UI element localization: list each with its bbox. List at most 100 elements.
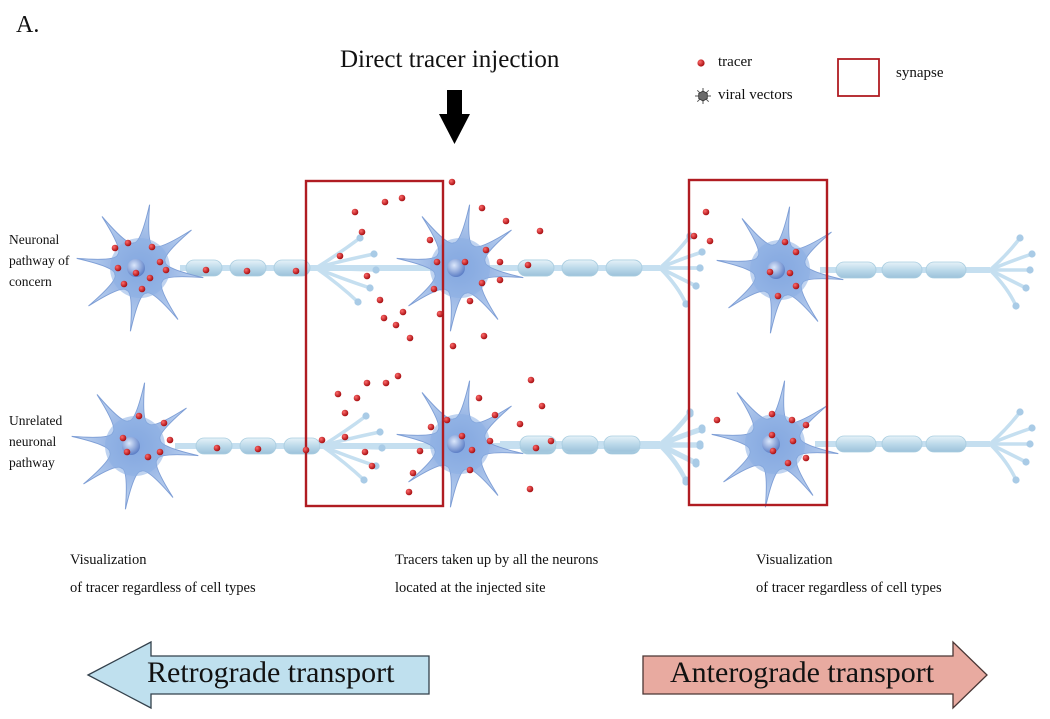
terminal-bouton: [696, 440, 704, 448]
axon-terminal: [314, 236, 378, 304]
tracer-dot: [527, 376, 535, 384]
tracer-dot: [788, 416, 796, 424]
terminal-bouton: [360, 476, 368, 484]
tracer-dot: [156, 448, 164, 456]
tracer-dot: [111, 244, 119, 252]
tracer-dot: [398, 194, 406, 202]
terminal-branch: [988, 442, 1028, 464]
tracer-dot: [524, 261, 532, 269]
terminal-bouton: [366, 284, 374, 292]
tracer-dot: [526, 485, 534, 493]
virus-capsid: [698, 90, 708, 102]
tracer-dot: [781, 238, 789, 246]
myelin-segment: [835, 261, 877, 279]
terminal-bouton: [1028, 424, 1036, 432]
terminal-branch: [314, 266, 378, 272]
terminal-bouton: [692, 458, 700, 466]
myelin-segment: [605, 259, 643, 277]
tracer-dot: [706, 237, 714, 245]
terminal-bouton: [356, 234, 364, 242]
tracer-dot: [769, 447, 777, 455]
terminal-bouton: [1028, 250, 1036, 258]
axon-terminal: [320, 414, 384, 482]
tracer-dot: [482, 246, 490, 254]
terminal-bouton: [698, 248, 706, 256]
tracer-dot: [123, 448, 131, 456]
neuron: [716, 206, 1036, 334]
tracer-dot: [480, 332, 488, 340]
tracer-dot: [466, 466, 474, 474]
caption-line: Visualization: [756, 552, 833, 568]
tracer-dot: [792, 248, 800, 256]
neuron: [711, 380, 1036, 508]
tracer-dot: [690, 232, 698, 240]
tracer-dot: [318, 436, 326, 444]
tracer-dot: [502, 217, 510, 225]
row-label-pathway-of-concern: Neuronal pathway of concern: [9, 229, 99, 292]
tracer-dot: [363, 379, 371, 387]
synapse-box-right: [687, 178, 829, 507]
terminal-branch: [658, 266, 698, 288]
legend-synapse-box: [837, 58, 880, 97]
legend-tracer-dot: [697, 59, 705, 67]
tracer-dot: [458, 432, 466, 440]
tracer-dot: [468, 446, 476, 454]
myelin-segment: [835, 435, 877, 453]
tracer-dot: [516, 420, 524, 428]
tracer-dot: [380, 314, 388, 322]
tracer-dot: [409, 469, 417, 477]
tracer-dot: [341, 409, 349, 417]
tracer-dot: [135, 412, 143, 420]
nucleus: [762, 435, 780, 453]
caption-center: Tracers taken up by all the neurons loca…: [395, 546, 598, 602]
tracer-dot: [292, 267, 300, 275]
caption-right: Visualization of tracer regardless of ce…: [756, 546, 942, 602]
tracer-dot: [144, 453, 152, 461]
tracer-dot: [532, 444, 540, 452]
terminal-bouton: [1012, 302, 1020, 310]
tracer-dot: [786, 269, 794, 277]
terminal-bouton: [1012, 476, 1020, 484]
figure-label: A.: [16, 12, 40, 38]
caption-line: Tracers taken up by all the neurons: [395, 552, 599, 568]
tracer-dot: [162, 266, 170, 274]
tracer-dot: [361, 448, 369, 456]
myelin-segment: [881, 435, 923, 453]
tracer-dot: [382, 379, 390, 387]
nucleus: [447, 435, 465, 453]
neuron: [396, 204, 706, 332]
tracer-dot: [448, 178, 456, 186]
tracer-dot: [336, 252, 344, 260]
row-label-line: pathway of: [9, 253, 70, 268]
terminal-bouton: [696, 264, 704, 272]
tracer-dot: [358, 228, 366, 236]
tracer-dot: [789, 437, 797, 445]
tracer-dot: [478, 204, 486, 212]
tracer-dot: [138, 285, 146, 293]
tracer-dot: [368, 462, 376, 470]
anterograde-transport-label: Anterograde transport: [670, 656, 935, 689]
myelin-segment: [517, 259, 555, 277]
tracer-dot: [243, 267, 251, 275]
caption-line: of tracer regardless of cell types: [756, 580, 942, 596]
retrograde-transport-label: Retrograde transport: [147, 656, 395, 689]
tracer-dot: [461, 258, 469, 266]
tracer-dot: [436, 310, 444, 318]
myelin-segment: [561, 435, 599, 453]
injection-arrow-icon: [439, 90, 470, 144]
myelin-segment: [519, 435, 557, 453]
myelin-segment: [881, 261, 923, 279]
tracer-dot: [774, 292, 782, 300]
tracer-dot: [353, 394, 361, 402]
virus-icon: [695, 88, 711, 104]
myelin-segment: [195, 437, 233, 455]
myelin-segment: [561, 259, 599, 277]
axon-terminal: [988, 236, 1034, 308]
tracer-dot: [433, 258, 441, 266]
tracer-dot: [416, 447, 424, 455]
tracer-dot: [792, 282, 800, 290]
tracer-dot: [426, 236, 434, 244]
nucleus: [447, 259, 465, 277]
axon: [175, 443, 660, 449]
